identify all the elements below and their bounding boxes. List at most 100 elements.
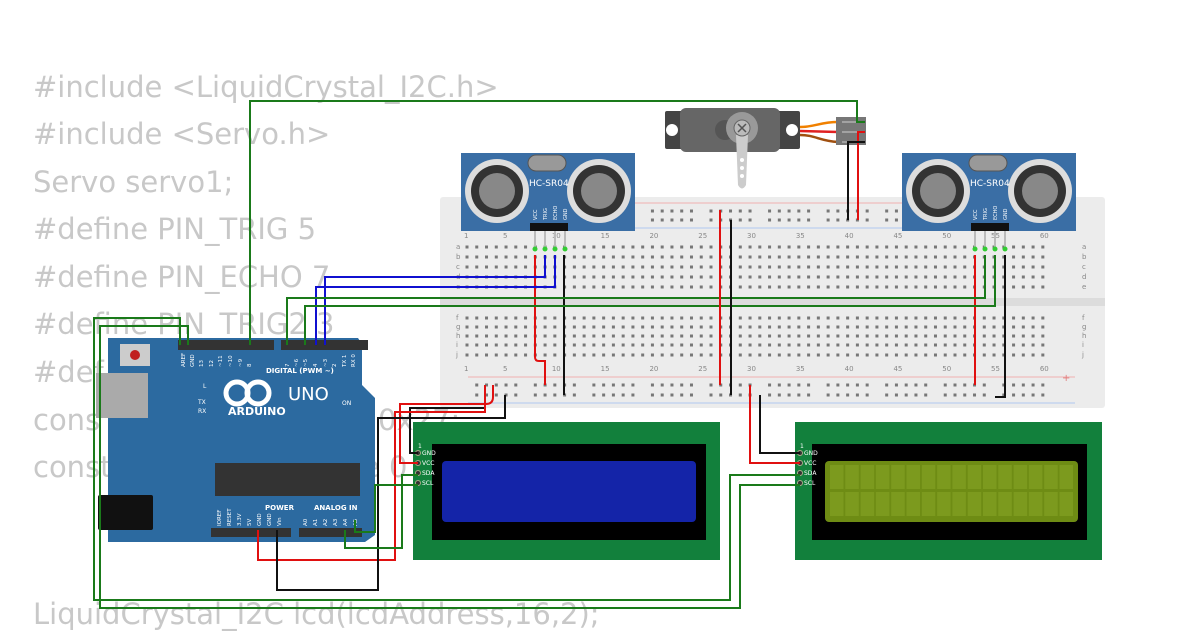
digital-pin-label: 13 xyxy=(199,360,205,367)
digital-pin-label: RX 0 xyxy=(351,354,357,367)
led-label-tx: TX xyxy=(197,399,206,406)
digital-pin-label: ~9 xyxy=(238,358,244,367)
lcd-pin-label: SCL xyxy=(422,480,434,487)
column-label: 1 xyxy=(464,232,468,240)
wire-servo-signal xyxy=(249,100,865,345)
sensor-pin[interactable] xyxy=(972,246,978,252)
digital-pin-label: 4 xyxy=(313,363,319,367)
arduino-uno[interactable]: ARDUINO UNO DIGITAL (PWM ~) POWER ANALOG… xyxy=(96,338,375,542)
wire-lcd1-vcc xyxy=(399,385,494,464)
sensor-pin-label: TRIG xyxy=(983,208,989,221)
digital-label: DIGITAL (PWM ~) xyxy=(266,367,334,375)
power-pin-label: IOREF xyxy=(217,510,223,526)
row-label: b xyxy=(1082,253,1087,261)
row-label: e xyxy=(1082,283,1086,291)
row-label: c xyxy=(1082,263,1086,271)
column-label: 15 xyxy=(601,232,610,240)
code-line: #define PIN_TRIG2 3 xyxy=(33,307,335,341)
row-label: c xyxy=(456,263,460,271)
digital-pin-label: ~10 xyxy=(228,355,234,367)
column-label: 35 xyxy=(796,232,805,240)
code-line: #include <LiquidCrystal_I2C.h> xyxy=(33,70,499,104)
lcd-pin-one-label: 1 xyxy=(418,443,422,450)
lcd-pin-label: GND xyxy=(804,450,818,457)
sensor-pin[interactable] xyxy=(562,246,568,252)
digital-pin-label: ~3 xyxy=(323,358,329,367)
led-label-rx: RX xyxy=(198,408,206,415)
sensor-pin-label: ECHO xyxy=(993,206,999,220)
sensor-pin-label: GND xyxy=(1003,208,1009,220)
breadboard[interactable]: 1155101015152020252530303535404045455050… xyxy=(440,197,1105,408)
lcd-pin-label: SDA xyxy=(804,470,817,477)
wire-sensor1-echo xyxy=(315,255,556,345)
power-pin-label: GND xyxy=(257,513,263,526)
wire-sensor1-vcc xyxy=(534,255,546,385)
sensor-pin[interactable] xyxy=(542,246,548,252)
lcd-left[interactable] xyxy=(413,422,720,560)
column-label: 5 xyxy=(503,365,507,373)
lcd-pin-label: SDA xyxy=(422,470,435,477)
wire-sensor1-trig xyxy=(324,255,546,345)
code-line: #define PIN_TRIG 5 xyxy=(33,212,317,246)
code-line: const xyxy=(33,450,112,484)
wire-sensor2-gnd xyxy=(995,255,1006,398)
wire-lcd1-scl xyxy=(354,484,418,533)
wire-lcd2-gnd xyxy=(759,395,800,454)
row-label: a xyxy=(1082,243,1086,251)
lcd-pin-label: VCC xyxy=(804,460,816,467)
row-label: i xyxy=(456,341,458,349)
row-label: f xyxy=(1082,314,1085,322)
column-label: 40 xyxy=(845,365,854,373)
sensor-pin[interactable] xyxy=(1002,246,1008,252)
sensor-pin-label: VCC xyxy=(973,209,979,220)
lcd-pin-label: GND xyxy=(422,450,436,457)
ultrasonic-sensor-right[interactable]: HC-SR04 xyxy=(902,153,1076,231)
column-label: 45 xyxy=(893,365,902,373)
power-pin-label: Vin xyxy=(277,517,283,526)
column-label: 25 xyxy=(698,232,707,240)
wire-servo-power xyxy=(857,131,865,220)
power-pin-label: GND xyxy=(267,513,273,526)
sensor-pin[interactable] xyxy=(552,246,558,252)
column-label: 10 xyxy=(552,365,561,373)
row-label: j xyxy=(455,351,458,359)
sensor-pin[interactable] xyxy=(992,246,998,252)
row-label: f xyxy=(456,314,459,322)
row-label: i xyxy=(1082,341,1084,349)
code-line: #define PIN_ECHO 7 xyxy=(33,260,331,294)
analog-pin-label: A3 xyxy=(333,518,339,526)
code-line: LiquidCrystal_I2C lcd(lcdAddress,16,2); xyxy=(33,597,600,631)
column-label: 20 xyxy=(649,232,658,240)
power-pin-label: RESET xyxy=(227,508,233,526)
power-pin-label: 3.3V xyxy=(237,513,243,526)
led-label-l: L xyxy=(203,383,207,390)
column-label: 20 xyxy=(649,365,658,373)
ultrasonic-sensor-left[interactable]: HC-SR04 xyxy=(461,153,635,231)
column-label: 35 xyxy=(796,365,805,373)
column-label: 40 xyxy=(845,232,854,240)
digital-pin-label: GND xyxy=(190,354,196,367)
column-label: 55 xyxy=(991,365,1000,373)
analog-pin-label: A4 xyxy=(343,518,349,526)
sensor-pin[interactable] xyxy=(532,246,538,252)
column-label: 30 xyxy=(747,232,756,240)
wire-lcd1-sda xyxy=(344,474,418,549)
sensor-pin-label: TRIG xyxy=(543,208,549,221)
row-label: h xyxy=(1082,332,1086,340)
column-label: 30 xyxy=(747,365,756,373)
digital-pin-label: 8 xyxy=(247,363,253,367)
column-label: 15 xyxy=(601,365,610,373)
sensor-pin[interactable] xyxy=(982,246,988,252)
lcd-right[interactable] xyxy=(795,422,1102,560)
column-label: 25 xyxy=(698,365,707,373)
analog-pin-label: A1 xyxy=(313,519,319,526)
row-label: h xyxy=(456,332,460,340)
digital-pin-label: TX 1 xyxy=(342,355,348,368)
wire-gnd xyxy=(276,395,506,591)
row-label: b xyxy=(456,253,461,261)
digital-pin-label: 12 xyxy=(209,360,215,367)
servo-motor[interactable] xyxy=(665,108,866,189)
digital-pin-label: ~6 xyxy=(294,358,300,367)
wire-lcd2-vcc xyxy=(749,385,800,464)
